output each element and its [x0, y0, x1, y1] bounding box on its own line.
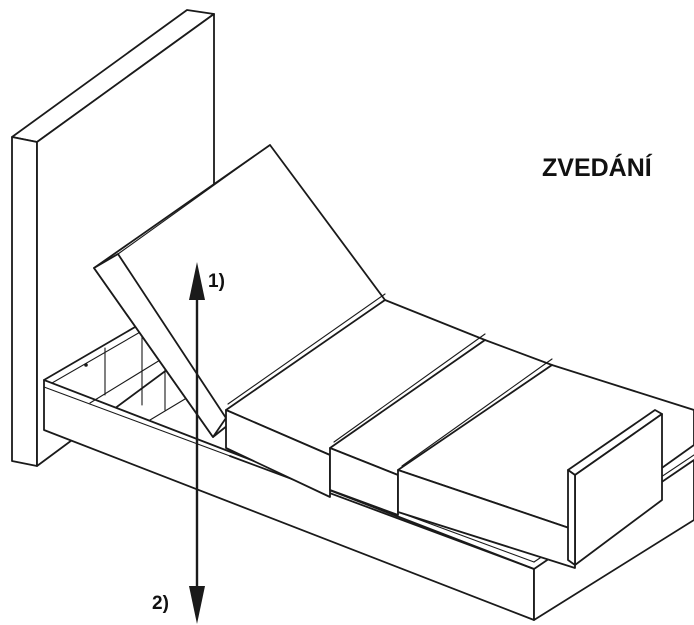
lift-direction-arrow	[189, 262, 205, 624]
mattress-segment-2	[329, 333, 553, 516]
arrow-up-head	[189, 262, 205, 300]
step-2-label: 2)	[152, 593, 169, 614]
arrow-down-head	[189, 586, 205, 624]
heading-text: ZVEDÁNÍ	[542, 153, 653, 182]
footboard	[567, 409, 663, 566]
step-1-label: 1)	[208, 271, 225, 292]
